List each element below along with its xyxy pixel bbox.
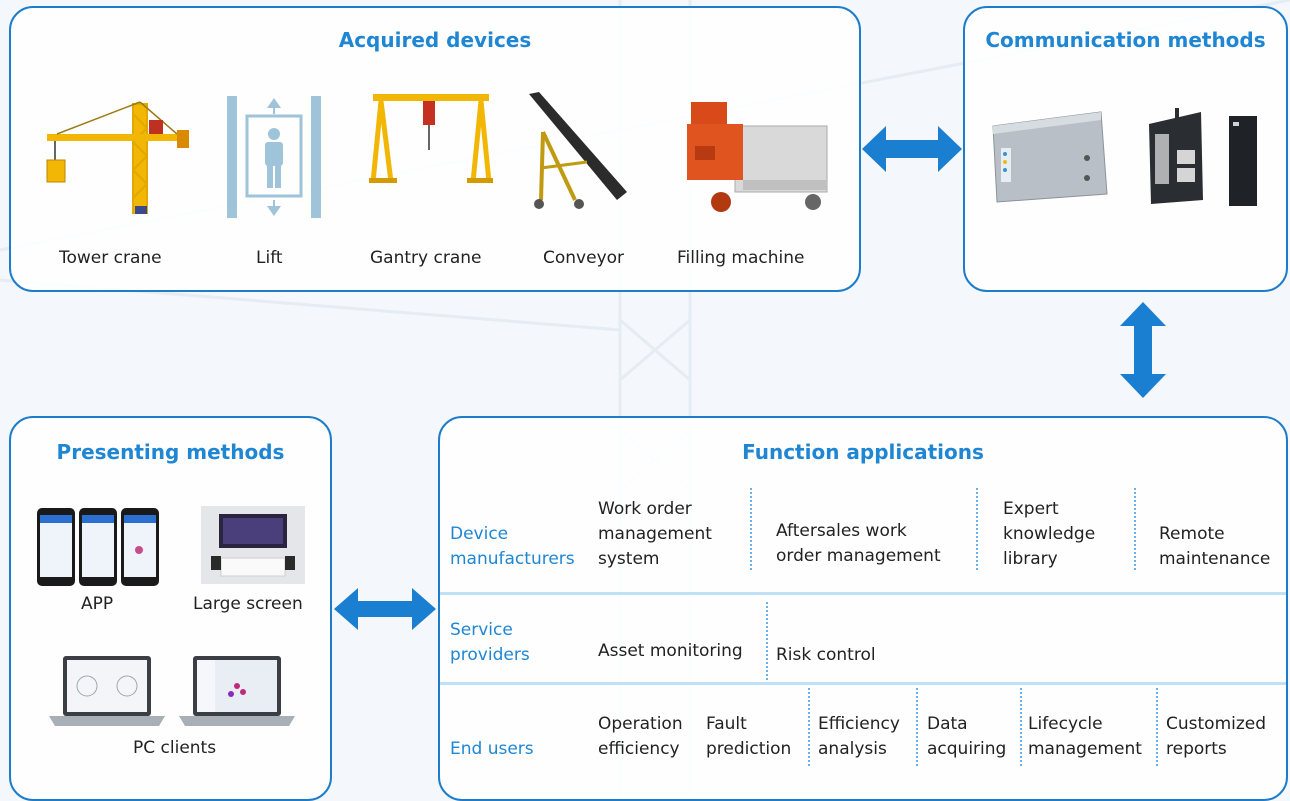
row-label-service-providers: Service providers [450,620,530,665]
presenting-label-app: APP [81,594,114,614]
function-item-remote-maintenance: Remote maintenance [1159,524,1271,569]
row-divider-2 [440,682,1286,685]
large-screen-icon [201,506,305,584]
device-label-lift: Lift [256,248,283,268]
presenting-methods-title: Presenting methods [56,440,285,464]
function-item-data-acquiring: Data acquiring [927,714,1007,759]
phone-app-icon [37,508,159,586]
laptop-icon-2 [179,656,295,726]
communication-methods-title: Communication methods [985,28,1266,52]
device-label-conveyor: Conveyor [543,248,625,268]
conveyor-icon [529,92,627,209]
function-item-lifecycle-management: Lifecycle management [1028,714,1142,759]
function-item-fault-prediction: Fault prediction [706,714,792,759]
function-item-risk-control: Risk control [776,645,876,665]
row-divider-1 [440,592,1286,595]
filling-machine-icon [687,102,828,212]
function-item-asset-monitoring: Asset monitoring [598,641,743,661]
gantry-crane-icon [369,94,493,183]
device-label-tower-crane: Tower crane [59,248,162,268]
acquired-devices-title: Acquired devices [338,28,532,52]
tower-crane-icon [46,101,189,214]
function-applications-title: Function applications [742,440,984,464]
separator [750,488,752,570]
arrow-communication-functions [1120,302,1166,398]
separator [1134,488,1136,570]
arrow-acquired-communication [862,126,962,172]
separator [1156,688,1158,766]
function-applications-panel: Function applications Device manufacture… [438,416,1288,801]
communication-methods-panel: Communication methods [963,6,1288,292]
presenting-label-large-screen: Large screen [193,594,303,614]
arrow-presenting-functions [334,588,436,630]
acquired-devices-panel: Acquired devices [9,6,861,292]
lift-icon [227,96,321,218]
row-label-device-manufacturers: Device manufacturers [450,524,575,569]
row-label-end-users: End users [450,739,534,759]
function-item-efficiency-analysis: Efficiency analysis [818,714,900,759]
function-item-work-order-management-system: Work order management system [598,499,712,569]
function-item-operation-efficiency: Operation efficiency [598,714,683,759]
separator [916,688,918,766]
separator [1020,688,1022,766]
presenting-methods-panel: Presenting methods APP Large screen [9,416,332,801]
function-item-expert-knowledge-library: Expert knowledge library [1003,499,1096,569]
device-label-filling-machine: Filling machine [677,248,805,268]
device-label-gantry-crane: Gantry crane [370,248,482,268]
presenting-label-pc-clients: PC clients [133,738,217,758]
separator [808,688,810,766]
separator [766,602,768,680]
gateway-box-icon [992,111,1108,203]
laptop-icon-1 [49,656,165,726]
router-device-icon [1149,108,1257,206]
function-item-aftersales-work-order-management: Aftersales work order management [776,521,941,566]
separator [976,488,978,570]
function-item-customized-reports: Customized reports [1166,714,1267,759]
